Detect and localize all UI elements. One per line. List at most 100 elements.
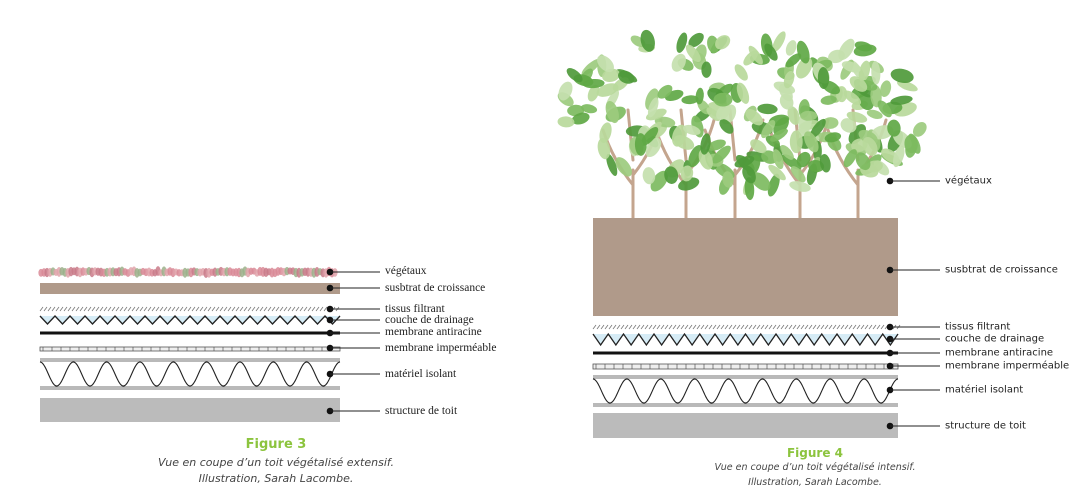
tree-leaf (605, 100, 619, 124)
figure4-caption-line2: Illustration, Sarah Lacombe. (748, 477, 882, 488)
fig3-membrane-ticks (42, 347, 332, 351)
tree-leaf (750, 139, 767, 154)
tree-leaf (821, 117, 839, 129)
tree-leaf (757, 103, 778, 115)
fig3-label-structure: structure de toit (385, 405, 458, 417)
tree-leaf (781, 154, 802, 170)
tree-trunk (826, 108, 888, 220)
fig4-label-drainage: couche de drainage (945, 333, 1045, 345)
tree-leaf (695, 87, 704, 105)
tree-leaf (761, 120, 776, 139)
tree-leaf (795, 57, 813, 79)
figure3-caption-line1: Vue en coupe d’un toit végétalisé extens… (157, 456, 395, 469)
fig3-drainage-layer (39, 315, 341, 325)
tree-leaf (642, 167, 656, 185)
tree-leaf (681, 95, 699, 105)
fig3-substrate-layer (40, 283, 340, 294)
tree-leaf (745, 108, 764, 126)
tree-leaf (582, 78, 605, 89)
tree-leaf (824, 132, 842, 143)
fig4-label-vegetaux: végétaux (945, 175, 992, 187)
tree-leaf (712, 145, 731, 164)
tree-leaf (846, 111, 868, 123)
fig4-label-structure: structure de toit (945, 420, 1026, 432)
tree-leaf (858, 93, 874, 111)
tree-leaf (796, 40, 810, 64)
tree-leaf (557, 116, 575, 128)
fig3-filter-fabric-layer (39, 306, 340, 312)
fig3-label-isolant: matériel isolant (385, 368, 457, 380)
tree-leaf (780, 144, 794, 160)
fig3-label-tissus: tissus filtrant (385, 303, 445, 315)
fig4-label-tissus: tissus filtrant (945, 321, 1011, 333)
tree-leaf (877, 100, 892, 118)
tree-leaf (904, 134, 918, 154)
tree-trunk (601, 108, 663, 220)
tree-leaf (810, 118, 826, 139)
fig4-waterproof-membrane-layer (592, 363, 899, 370)
tree-leaf (640, 29, 655, 52)
tree-leaf (647, 97, 659, 118)
tree-leaf (597, 55, 614, 73)
tree-leaf (676, 32, 688, 53)
tree-leaf (783, 70, 795, 89)
tree-leaf (657, 84, 673, 99)
tree-leaf (772, 149, 784, 170)
tree-leaf (701, 61, 712, 78)
tree-leaf (650, 170, 669, 192)
tree-leaf (680, 165, 694, 182)
fig4-substrate-layer (593, 218, 898, 316)
tree-leaf (843, 149, 857, 168)
fig4-drainage-layer (592, 332, 899, 347)
tree-leaf (787, 106, 800, 126)
tree-leaf (707, 139, 726, 151)
tree-leaf (734, 155, 755, 168)
tree-leaf (688, 145, 703, 168)
tree-leaf (742, 165, 756, 184)
tree-leaf (892, 145, 905, 168)
tree-leaf (558, 81, 573, 101)
fig4-label-impermeable: membrane imperméable (945, 360, 1070, 372)
fig3-waterproof-membrane-layer (39, 346, 341, 352)
tree-leaf (785, 53, 802, 68)
tree-leaf (587, 84, 600, 102)
tree-leaf (671, 124, 687, 147)
tree-leaf (772, 31, 786, 52)
fig4-label-isolant: matériel isolant (945, 384, 1024, 396)
tree-leaf (855, 152, 871, 171)
tree-leaf (751, 172, 771, 191)
tree-trunk (654, 108, 716, 220)
fig3-label-vegetaux: végétaux (385, 265, 427, 277)
tree-leaf (866, 109, 883, 119)
tree-leaf (580, 104, 598, 114)
tree-leaf (615, 157, 632, 177)
fig3-roof-structure-layer (40, 398, 340, 422)
tree-leaf (713, 92, 733, 107)
tree-leaf (796, 151, 811, 168)
tree-leaf (736, 82, 750, 104)
fig3-drainage-fill (40, 316, 340, 324)
fig4-roof-structure-layer (593, 413, 898, 438)
tree-leaf (770, 128, 788, 142)
tree-leaf (897, 80, 918, 92)
tree-leaf (566, 68, 583, 83)
tree-leaf (715, 35, 731, 50)
tree-leaf (789, 130, 803, 154)
tree-leaf (671, 53, 686, 72)
fig4-label-substrat: susbtrat de croissance (945, 264, 1058, 276)
tree-leaf (820, 95, 837, 105)
fig4-label-antiracine: membrane antiracine (945, 347, 1054, 359)
tree-leaf (767, 173, 780, 197)
tree-leaf (800, 110, 818, 121)
tree-leaf (819, 154, 831, 173)
tree-leaf (817, 67, 830, 90)
tree-leaf (853, 44, 877, 57)
fig3-label-antiracine: membrane antiracine (385, 326, 482, 338)
figure3-title: Figure 3 (245, 437, 307, 452)
tree-leaf (618, 70, 635, 84)
tree-leaf (768, 164, 786, 181)
tree-leaf (698, 149, 713, 170)
tree-leaf (880, 80, 892, 98)
fig4-membrane-ticks (595, 364, 894, 369)
